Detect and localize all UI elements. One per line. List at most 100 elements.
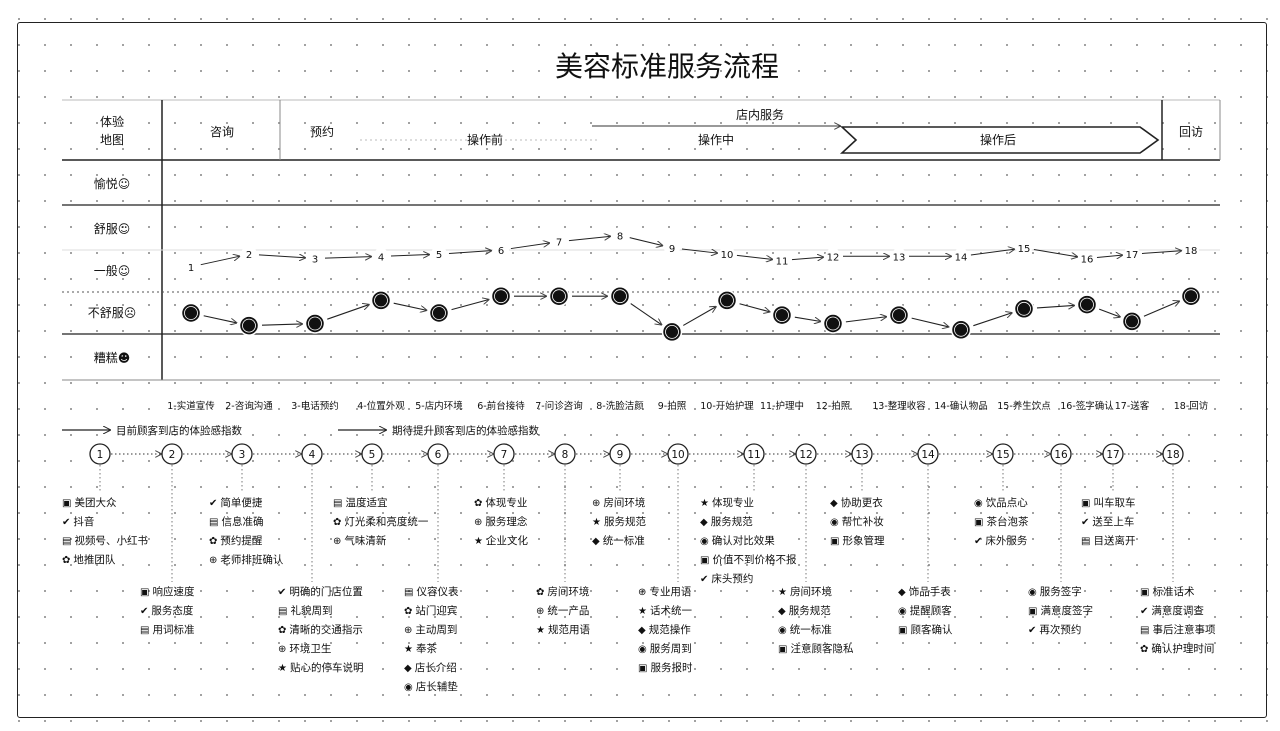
touchpoint-text: 统一标准 bbox=[602, 535, 645, 547]
category-label: 10-开始护理 bbox=[700, 400, 754, 412]
touchpoint-icon: ✔ bbox=[62, 517, 71, 528]
row-label-shufu: 舒服☺ bbox=[94, 222, 131, 236]
series-1-label: 2 bbox=[246, 250, 252, 261]
touchpoint-icon: ★ bbox=[278, 663, 287, 674]
touchpoint-icon: ✿ bbox=[404, 606, 413, 617]
touchpoint-text: 茶台泡茶 bbox=[986, 516, 1029, 528]
touchpoint-text: 规范用语 bbox=[547, 624, 590, 636]
series-2-label: 14 bbox=[955, 326, 968, 336]
touchpoint-group-step-1: ▣美团大众✔抖音▤视频号、小红书✿地推团队 bbox=[62, 494, 148, 570]
map-label-line2: 地图 bbox=[100, 133, 124, 147]
step-node-label: 18 bbox=[1166, 449, 1179, 461]
touchpoint-item: ◆服务规范 bbox=[778, 602, 853, 621]
touchpoint-icon: ✿ bbox=[278, 625, 287, 636]
series-2-label: 16 bbox=[1081, 301, 1094, 311]
touchpoint-icon: ✿ bbox=[474, 498, 483, 509]
touchpoint-text: 满意度签字 bbox=[1040, 605, 1093, 617]
series-1-point bbox=[431, 246, 447, 263]
series-2-segment bbox=[393, 302, 427, 310]
touchpoint-icon: ▣ bbox=[1081, 498, 1091, 509]
touchpoint-item: ▣美团大众 bbox=[62, 494, 148, 513]
touchpoint-text: 服务规范 bbox=[710, 516, 753, 528]
touchpoint-item: ✿确认护理时间 bbox=[1140, 640, 1215, 659]
touchpoint-icon: ▣ bbox=[638, 663, 648, 674]
series-1-point bbox=[307, 250, 323, 267]
category-label: 8-洗脸洁颜 bbox=[596, 400, 644, 412]
touchpoint-text: 明确的门店位置 bbox=[289, 586, 363, 598]
touchpoint-text: 服务报时 bbox=[650, 662, 693, 674]
touchpoint-item: ◉帮忙补妆 bbox=[830, 513, 884, 532]
touchpoint-icon: ▣ bbox=[1140, 587, 1150, 598]
touchpoint-text: 房间环境 bbox=[547, 586, 590, 598]
touchpoint-text: 信息准确 bbox=[221, 516, 264, 528]
touchpoint-icon: ⊕ bbox=[638, 587, 647, 598]
touchpoint-item: ▣茶台泡茶 bbox=[974, 513, 1028, 532]
touchpoint-item: ✔抖音 bbox=[62, 513, 148, 532]
step-node-label: 1 bbox=[97, 449, 104, 461]
step-node-label: 9 bbox=[617, 449, 624, 461]
category-label: 3-电话预约 bbox=[291, 400, 338, 412]
touchpoint-group-step-11: ★体现专业◆服务规范◉确认对比效果▣价值不到价格不报✔床头预约 bbox=[700, 494, 796, 589]
series-1-segment bbox=[568, 236, 610, 242]
series-1-label: 11 bbox=[776, 257, 789, 268]
touchpoint-text: 美团大众 bbox=[74, 497, 117, 509]
touchpoint-text: 确认对比效果 bbox=[711, 535, 775, 547]
touchpoint-icon: ▤ bbox=[209, 517, 219, 528]
touchpoint-group-step-17: ▣叫车取车✔送至上车▤目送离开 bbox=[1081, 494, 1135, 551]
step-node-label: 7 bbox=[501, 449, 508, 461]
series-2-point-ring bbox=[1184, 289, 1198, 304]
touchpoint-text: 用词标准 bbox=[152, 624, 195, 636]
touchpoint-item: ✿房间环境 bbox=[536, 583, 590, 602]
series-1-label: 9 bbox=[669, 244, 675, 255]
touchpoint-item: ✔满意度调查 bbox=[1140, 602, 1215, 621]
legend: 目前顾客到店的体验感指数 期待提升顾客到店的体验感指数 bbox=[62, 424, 539, 437]
touchpoint-icon: ▣ bbox=[1028, 606, 1038, 617]
series-1-label: 8 bbox=[617, 231, 623, 242]
touchpoint-icon: ✔ bbox=[209, 498, 218, 509]
touchpoint-text: 帮忙补妆 bbox=[841, 516, 884, 528]
touchpoint-icon: ◉ bbox=[700, 536, 709, 547]
touchpoint-text: 礼貌周到 bbox=[290, 605, 333, 617]
series-1-point bbox=[1183, 242, 1199, 258]
touchpoint-icon: ▤ bbox=[333, 498, 343, 509]
touchpoint-icon: ▣ bbox=[62, 498, 72, 509]
step-node bbox=[301, 443, 323, 465]
touchpoint-text: 预约提醒 bbox=[220, 535, 263, 547]
touchpoint-text: 企业文化 bbox=[485, 535, 528, 547]
category-label: 16-签字确认 bbox=[1060, 400, 1114, 412]
touchpoint-item: ✔床外服务 bbox=[974, 532, 1028, 551]
step-node-label: 14 bbox=[921, 449, 935, 461]
touchpoint-icon: ✔ bbox=[1081, 517, 1090, 528]
touchpoint-icon: ★ bbox=[700, 498, 709, 509]
touchpoint-text: 服务规范 bbox=[603, 516, 646, 528]
touchpoint-item: ✔再次预约 bbox=[1028, 621, 1093, 640]
touchpoint-icon: ◉ bbox=[898, 606, 907, 617]
touchpoint-item: ◆协助更衣 bbox=[830, 494, 884, 513]
touchpoint-text: 房间环境 bbox=[789, 586, 832, 598]
series-2-segment bbox=[794, 316, 820, 321]
series-1-point bbox=[774, 252, 790, 269]
series-2-label: 1 bbox=[188, 310, 194, 320]
touchpoint-item: ▣标准话术 bbox=[1140, 583, 1215, 602]
series-2-label: 12 bbox=[827, 320, 840, 330]
touchpoint-icon: ◉ bbox=[1028, 587, 1037, 598]
touchpoint-text: 服务规范 bbox=[788, 605, 831, 617]
step-node bbox=[667, 443, 689, 465]
series-2-point-ring bbox=[184, 306, 198, 320]
touchpoint-item: ▤仪容仪表 bbox=[404, 583, 458, 602]
series-2-point-ring bbox=[1080, 297, 1094, 312]
touchpoint-text: 提醒顾客 bbox=[909, 605, 952, 617]
touchpoint-icon: ✿ bbox=[333, 517, 342, 528]
touchpoint-item: ◉统一标准 bbox=[778, 621, 853, 640]
phase-huifang: 回访 bbox=[1179, 125, 1203, 139]
touchpoint-item: ◆店长介绍 bbox=[404, 659, 458, 678]
touchpoint-text: 注意顾客隐私 bbox=[790, 643, 854, 655]
step-node-label: 12 bbox=[799, 449, 812, 461]
series-1-segment bbox=[1096, 255, 1122, 257]
touchpoint-text: 奉茶 bbox=[415, 643, 437, 655]
series-1-point bbox=[719, 246, 735, 263]
series-2-point-ring bbox=[494, 289, 508, 304]
touchpoint-icon: ▤ bbox=[1081, 536, 1091, 547]
series-1-label: 6 bbox=[498, 246, 504, 257]
